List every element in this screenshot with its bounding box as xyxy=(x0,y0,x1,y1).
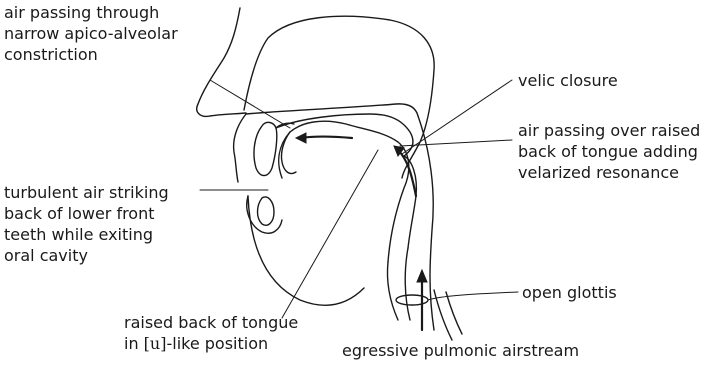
leader-velarized xyxy=(400,140,512,146)
leader-glottis xyxy=(428,292,518,300)
nasal-cavity-outline xyxy=(244,16,434,178)
label-raised-tongue-line2: in [u]-like position xyxy=(124,333,298,354)
leader-tongue xyxy=(282,150,378,318)
airflow-arrow-oral xyxy=(300,137,352,139)
epiglottis xyxy=(387,262,398,320)
nose-outline xyxy=(197,8,246,116)
label-turbulent-air: turbulent air striking back of lower fro… xyxy=(4,182,169,266)
label-raised-tongue: raised back of tongue in [u]-like positi… xyxy=(124,312,298,354)
upper-teeth xyxy=(254,122,277,175)
lower-teeth xyxy=(258,197,275,225)
label-apico-alveolar: air passing through narrow apico-alveola… xyxy=(4,2,178,65)
label-velarized-resonance: air passing over raised back of tongue a… xyxy=(518,120,700,183)
label-pulmonic-airstream: egressive pulmonic airstream xyxy=(342,340,579,361)
airflow-arrowhead-oral xyxy=(296,133,306,143)
tongue-tip xyxy=(281,132,296,174)
airflow-arrowhead-pulmonic xyxy=(417,270,427,282)
palate-roof xyxy=(276,114,413,156)
label-velic-closure: velic closure xyxy=(518,70,618,91)
leader-apico xyxy=(210,80,290,128)
glottis-ellipse xyxy=(396,295,428,305)
jaw-outline xyxy=(248,196,364,305)
neck-line-2 xyxy=(446,292,462,334)
hard-palate-upper xyxy=(246,104,418,116)
label-open-glottis: open glottis xyxy=(522,282,617,303)
tongue-body xyxy=(279,121,409,262)
larynx-outline xyxy=(405,248,410,320)
upper-lip-outline xyxy=(234,114,246,182)
